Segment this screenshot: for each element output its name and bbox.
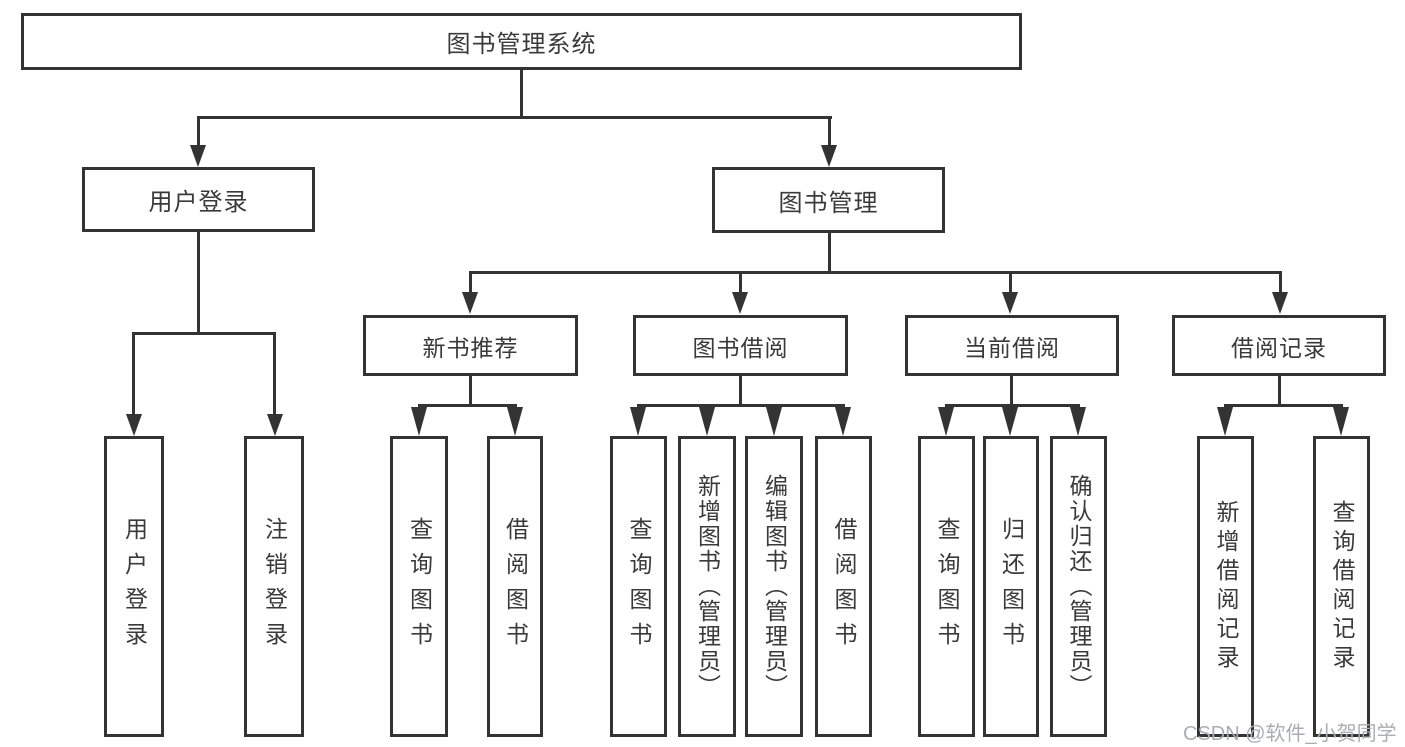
leaf-label: 新增图书（管理员） bbox=[694, 474, 721, 699]
node-library-system: 图书管理系统 bbox=[21, 13, 1022, 70]
connector-current-borrow-rail bbox=[945, 404, 1080, 407]
leaf-label: 编辑图书（管理员） bbox=[761, 474, 788, 699]
node-label: 图书借阅 bbox=[692, 334, 789, 361]
connector-book-borrow-stem bbox=[739, 374, 742, 406]
leaf-query-books-2: 查询图书 bbox=[610, 436, 667, 737]
leaf-add-books-admin: 新增图书（管理员） bbox=[678, 436, 736, 737]
leaf-confirm-return-admin: 确认归还（管理员） bbox=[1050, 436, 1107, 737]
connector-book-mgmt-stem bbox=[828, 233, 831, 273]
connector-book-borrow-drop bbox=[739, 271, 742, 293]
connector-new-books-rail bbox=[418, 404, 517, 407]
arrowhead-add-books bbox=[699, 407, 715, 436]
arrowhead-add-record bbox=[1217, 407, 1233, 436]
arrowhead-user-login bbox=[190, 145, 206, 167]
connector-leaf-login-drop bbox=[132, 332, 135, 414]
arrowhead-book-mgmt bbox=[821, 145, 837, 167]
connector-level3-rail bbox=[469, 271, 1282, 274]
leaf-label: 借阅图书 bbox=[831, 516, 857, 657]
node-label: 借阅记录 bbox=[1231, 334, 1327, 361]
leaf-label: 借阅图书 bbox=[502, 516, 529, 657]
node-label: 当前借阅 bbox=[964, 334, 1060, 361]
connector-borrow-records-stem bbox=[1278, 374, 1281, 406]
leaf-edit-books-admin: 编辑图书（管理员） bbox=[745, 436, 803, 737]
node-label: 新书推荐 bbox=[422, 334, 519, 361]
node-label: 用户登录 bbox=[148, 189, 249, 216]
leaf-label: 确认归还（管理员） bbox=[1066, 474, 1092, 699]
arrowhead-book-borrow bbox=[732, 292, 748, 314]
leaf-add-borrow-record: 新增借阅记录 bbox=[1197, 436, 1254, 737]
leaf-query-borrow-record: 查询借阅记录 bbox=[1313, 436, 1370, 737]
arrowhead-leaf-login bbox=[126, 414, 142, 436]
node-current-borrowing: 当前借阅 bbox=[905, 315, 1119, 376]
connector-user-login-drop bbox=[197, 116, 200, 146]
arrowhead-query-books-3 bbox=[938, 407, 954, 436]
arrowhead-query-books-1 bbox=[411, 407, 427, 436]
connector-root-stem bbox=[520, 70, 523, 117]
connector-new-books-stem bbox=[469, 374, 472, 406]
arrowhead-query-record bbox=[1333, 407, 1349, 436]
connector-leaf-logout-drop bbox=[273, 332, 276, 414]
leaf-label: 注销登录 bbox=[261, 516, 288, 657]
leaf-label: 查询图书 bbox=[934, 516, 960, 657]
leaf-label: 查询图书 bbox=[626, 516, 652, 657]
node-borrowing-records: 借阅记录 bbox=[1172, 315, 1386, 376]
leaf-query-books-3: 查询图书 bbox=[918, 436, 975, 737]
node-new-book-recommend: 新书推荐 bbox=[363, 315, 578, 376]
leaf-label: 查询图书 bbox=[406, 516, 433, 657]
arrowhead-query-books-2 bbox=[630, 407, 646, 436]
arrowhead-confirm-return bbox=[1070, 407, 1086, 436]
arrowhead-current-borrow bbox=[1002, 292, 1018, 314]
node-label: 图书管理系统 bbox=[446, 31, 597, 58]
node-label: 图书管理 bbox=[778, 189, 879, 217]
connector-current-borrow-drop bbox=[1009, 271, 1012, 293]
connector-book-mgmt-drop bbox=[828, 116, 831, 146]
leaf-return-books: 归还图书 bbox=[983, 436, 1039, 737]
node-user-login: 用户登录 bbox=[82, 167, 315, 232]
arrowhead-return-books bbox=[1002, 407, 1018, 436]
node-book-management: 图书管理 bbox=[712, 167, 945, 233]
connector-new-books-drop bbox=[469, 271, 472, 293]
leaf-label: 用户登录 bbox=[121, 516, 148, 657]
leaf-label: 归还图书 bbox=[998, 516, 1025, 657]
arrowhead-edit-books bbox=[766, 407, 782, 436]
connector-user-login-stem bbox=[197, 232, 200, 335]
leaf-borrow-books-2: 借阅图书 bbox=[815, 436, 872, 737]
node-book-borrowing: 图书借阅 bbox=[633, 315, 848, 376]
leaf-logout: 注销登录 bbox=[244, 436, 304, 737]
connector-level2-rail bbox=[197, 116, 832, 119]
arrowhead-borrow-records bbox=[1272, 292, 1288, 314]
leaf-label: 新增借阅记录 bbox=[1213, 499, 1239, 674]
arrowhead-new-books bbox=[462, 292, 478, 314]
leaf-user-login: 用户登录 bbox=[104, 436, 164, 737]
watermark-text: CSDN @软件_小贺同学 bbox=[1183, 723, 1397, 745]
connector-book-borrow-rail bbox=[637, 404, 845, 407]
connector-user-login-rail bbox=[132, 332, 276, 335]
arrowhead-borrow-books-2 bbox=[835, 407, 851, 436]
connector-borrow-records-rail bbox=[1224, 404, 1343, 407]
leaf-label: 查询借阅记录 bbox=[1329, 499, 1355, 674]
arrowhead-borrow-books-1 bbox=[507, 407, 523, 436]
connector-borrow-records-drop bbox=[1279, 271, 1282, 293]
leaf-borrow-books-1: 借阅图书 bbox=[487, 436, 543, 737]
arrowhead-leaf-logout bbox=[267, 414, 283, 436]
leaf-query-books-1: 查询图书 bbox=[390, 436, 448, 737]
connector-current-borrow-stem bbox=[1010, 374, 1013, 406]
